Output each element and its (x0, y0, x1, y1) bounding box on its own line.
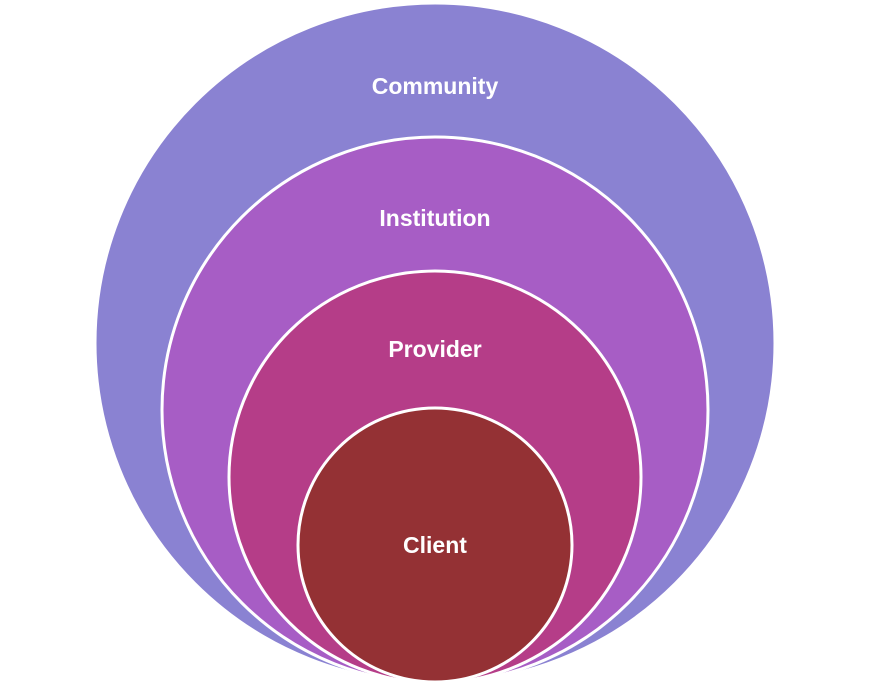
client-label: Client (403, 532, 467, 558)
provider-label: Provider (388, 336, 481, 362)
community-label: Community (372, 73, 499, 99)
institution-label: Institution (379, 205, 490, 231)
client-circle (296, 406, 574, 684)
